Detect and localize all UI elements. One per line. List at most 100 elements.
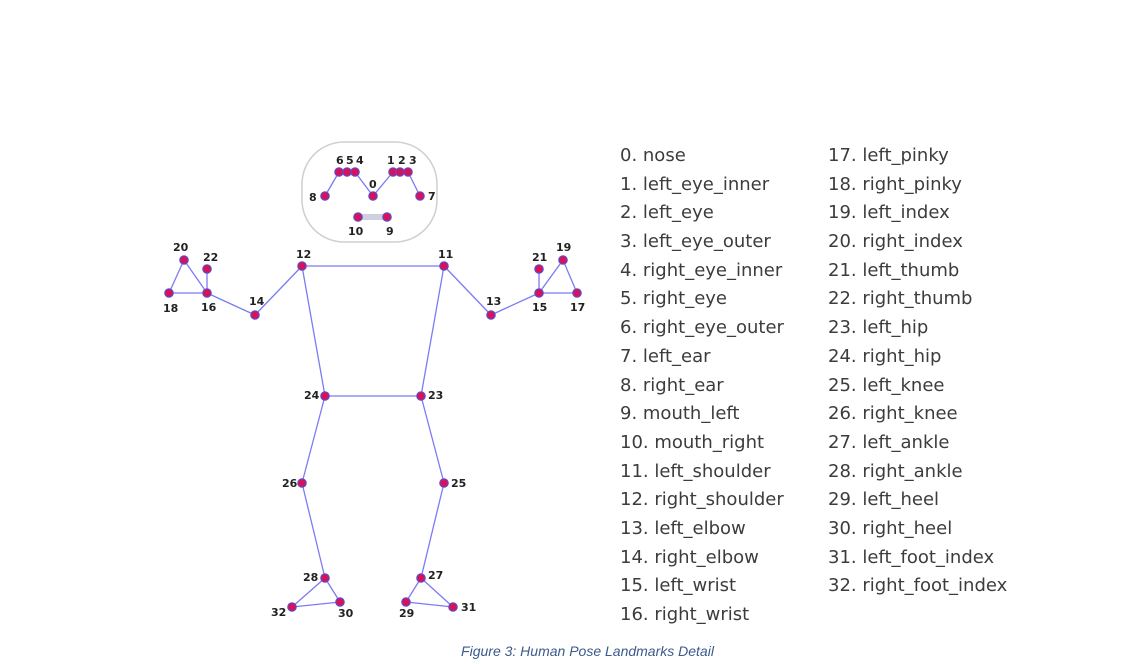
- skeleton-edges: [168, 171, 578, 608]
- edge-0-1: [372, 171, 394, 197]
- landmark-node-19: [558, 255, 568, 265]
- landmark-item: 1. left_eye_inner: [620, 173, 770, 195]
- landmark-item: 15. left_wrist: [620, 575, 737, 597]
- landmark-number-8: 8: [309, 191, 317, 204]
- landmark-node-6: [334, 167, 344, 177]
- edge-17-19: [562, 259, 578, 294]
- landmark-number-0: 0: [369, 178, 377, 191]
- edge-12-14: [254, 265, 303, 316]
- edge-15-19: [538, 259, 564, 294]
- landmark-number-12: 12: [296, 248, 311, 261]
- landmark-node-27: [416, 573, 426, 583]
- edge-16-20: [183, 259, 208, 294]
- landmark-node-5: [342, 167, 352, 177]
- landmark-number-7: 7: [428, 190, 436, 203]
- figure-caption: Figure 3: Human Pose Landmarks Detail: [461, 643, 714, 659]
- landmark-number-23: 23: [428, 389, 443, 402]
- landmark-item: 8. right_ear: [620, 374, 724, 396]
- landmark-number-31: 31: [461, 601, 476, 614]
- landmark-number-22: 22: [203, 251, 218, 264]
- edge-23-25: [420, 395, 445, 484]
- landmark-number-27: 27: [428, 569, 443, 582]
- edge-12-24: [301, 265, 326, 397]
- landmark-item: 7. left_ear: [620, 345, 711, 367]
- landmark-node-4: [350, 167, 360, 177]
- landmark-number-4: 4: [356, 154, 364, 167]
- edge-0-4: [354, 171, 374, 197]
- edge-26-28: [301, 482, 326, 579]
- landmark-node-24: [320, 391, 330, 401]
- landmark-number-21: 21: [532, 251, 547, 264]
- landmark-number-18: 18: [163, 302, 178, 315]
- landmark-node-29: [401, 597, 411, 607]
- landmark-node-22: [202, 264, 212, 274]
- landmark-node-12: [297, 261, 307, 271]
- landmark-item: 26. right_knee: [828, 403, 958, 425]
- landmark-item: 19. left_index: [828, 202, 950, 224]
- edge-24-26: [301, 395, 326, 484]
- landmark-node-32: [287, 602, 297, 612]
- landmark-item: 10. mouth_right: [620, 431, 765, 453]
- landmark-item: 22. right_thumb: [828, 288, 973, 310]
- landmark-node-23: [416, 391, 426, 401]
- landmark-node-2: [395, 167, 405, 177]
- landmark-number-10: 10: [348, 225, 364, 238]
- landmark-node-28: [320, 573, 330, 583]
- landmark-number-32: 32: [271, 606, 286, 619]
- landmark-item: 11. left_shoulder: [620, 460, 771, 482]
- landmark-item: 4. right_eye_inner: [620, 259, 783, 281]
- landmark-item: 25. left_knee: [828, 374, 945, 396]
- landmark-node-25: [439, 478, 449, 488]
- landmark-number-9: 9: [386, 225, 394, 238]
- landmark-node-10: [353, 212, 363, 222]
- landmark-number-6: 6: [336, 154, 344, 167]
- landmark-item: 0. nose: [620, 145, 686, 166]
- landmark-item: 17. left_pinky: [828, 145, 949, 166]
- landmark-node-31: [448, 602, 458, 612]
- landmark-item: 23. left_hip: [828, 317, 929, 339]
- landmark-node-30: [335, 597, 345, 607]
- landmark-item: 31. left_foot_index: [828, 546, 995, 568]
- edge-30-32: [291, 601, 341, 608]
- landmark-node-11: [439, 261, 449, 271]
- landmark-item: 21. left_thumb: [828, 259, 960, 281]
- landmark-number-1: 1: [387, 154, 395, 167]
- landmark-node-26: [297, 478, 307, 488]
- edge-27-31: [420, 577, 454, 608]
- mouth-bar: [358, 214, 387, 220]
- landmark-node-13: [486, 310, 496, 320]
- landmark-number-13: 13: [486, 295, 501, 308]
- landmark-item: 2. left_eye: [620, 202, 714, 224]
- edge-14-16: [206, 292, 256, 316]
- landmark-item: 13. left_elbow: [620, 517, 746, 539]
- landmark-number-28: 28: [303, 571, 318, 584]
- landmark-number-16: 16: [201, 301, 217, 314]
- landmark-item: 6. right_eye_outer: [620, 317, 784, 339]
- landmark-number-19: 19: [556, 241, 571, 254]
- landmark-node-7: [415, 191, 425, 201]
- landmark-item: 32. right_foot_index: [828, 575, 1008, 597]
- landmark-item: 12. right_shoulder: [620, 489, 784, 511]
- landmark-number-3: 3: [409, 154, 417, 167]
- landmark-number-29: 29: [399, 607, 414, 620]
- landmark-node-20: [179, 255, 189, 265]
- landmark-number-24: 24: [304, 389, 320, 402]
- edge-11-13: [443, 265, 492, 316]
- landmark-number-11: 11: [438, 248, 453, 261]
- landmark-node-17: [572, 288, 582, 298]
- edge-13-15: [490, 292, 540, 316]
- edge-11-23: [420, 265, 445, 397]
- landmark-item: 9. mouth_left: [620, 403, 740, 425]
- skeleton-nodes: [164, 167, 582, 612]
- landmark-number-17: 17: [570, 301, 585, 314]
- landmark-item: 14. right_elbow: [620, 546, 759, 568]
- landmark-number-20: 20: [173, 241, 189, 254]
- landmark-number-14: 14: [249, 295, 265, 308]
- landmark-item: 5. right_eye: [620, 288, 727, 310]
- edge-29-31: [405, 601, 454, 608]
- landmark-node-21: [534, 264, 544, 274]
